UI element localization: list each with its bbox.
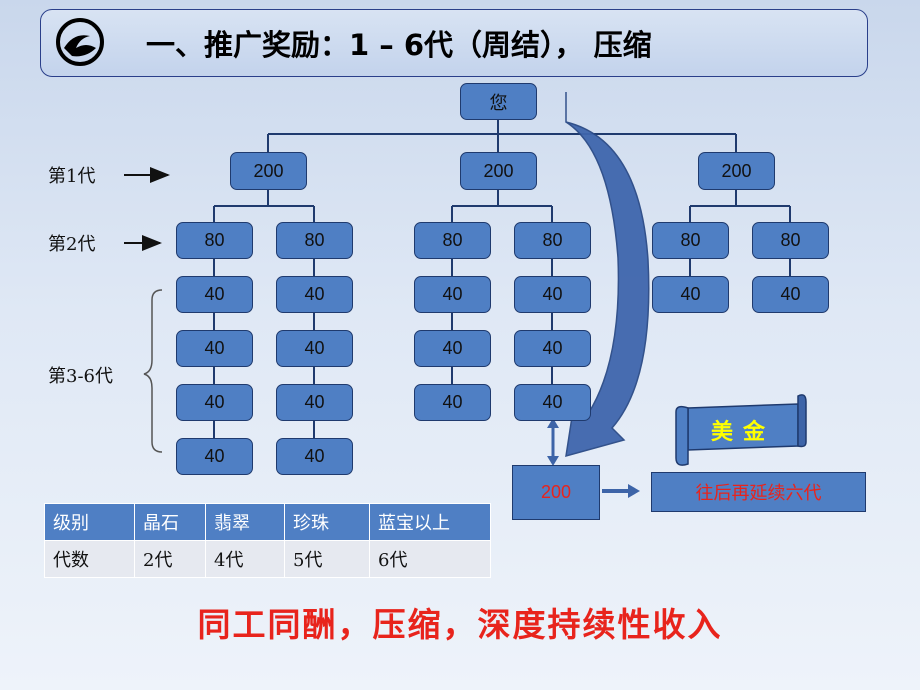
root-node: 您	[460, 83, 537, 120]
slogan: 同工同酬，压缩，深度持续性收入	[197, 605, 723, 644]
gen36-node: 40	[514, 330, 591, 367]
table-header-row: 级别 晶石 翡翠 珍珠 蓝宝以上	[44, 503, 491, 541]
gen36-label: 第3-6代	[48, 366, 113, 387]
table-header: 珍珠	[284, 503, 370, 541]
table-header: 蓝宝以上	[369, 503, 491, 541]
gen36-node: 40	[176, 330, 253, 367]
banner-text: 美金	[710, 420, 775, 445]
gen36-node: 40	[176, 276, 253, 313]
gen36-node: 40	[414, 276, 491, 313]
gen36-node: 40	[276, 276, 353, 313]
gen2-node: 80	[414, 222, 491, 259]
gen1-node: 200	[698, 152, 775, 190]
gen1-label: 第1代	[48, 166, 96, 187]
table-cell: 2代	[134, 540, 206, 578]
compressed-node: 200	[512, 465, 600, 520]
gen36-node: 40	[652, 276, 729, 313]
gen2-node: 80	[752, 222, 829, 259]
gen2-node: 80	[652, 222, 729, 259]
level-table: 级别 晶石 翡翠 珍珠 蓝宝以上 代数 2代 4代 5代 6代	[44, 503, 491, 578]
gen36-node: 40	[276, 384, 353, 421]
continue-box: 往后再延续六代	[651, 472, 866, 512]
banner-scroll	[675, 394, 807, 466]
gen36-node: 40	[176, 438, 253, 475]
gen2-node: 80	[176, 222, 253, 259]
page-title: 一、推广奖励：1 – 6代（周结）， 压缩	[146, 28, 652, 62]
gen36-node: 40	[514, 384, 591, 421]
gen36-node: 40	[752, 276, 829, 313]
gen36-node: 40	[414, 384, 491, 421]
table-row: 代数 2代 4代 5代 6代	[44, 540, 491, 578]
gen36-node: 40	[276, 438, 353, 475]
gen36-node: 40	[176, 384, 253, 421]
table-cell: 4代	[205, 540, 285, 578]
gen1-node: 200	[230, 152, 307, 190]
gen36-node: 40	[276, 330, 353, 367]
logo-icon	[56, 18, 104, 66]
table-cell: 代数	[44, 540, 135, 578]
gen1-node: 200	[460, 152, 537, 190]
gen2-node: 80	[276, 222, 353, 259]
gen2-label: 第2代	[48, 234, 96, 255]
table-header: 晶石	[134, 503, 206, 541]
title-bar	[40, 9, 868, 77]
gen2-node: 80	[514, 222, 591, 259]
gen36-node: 40	[414, 330, 491, 367]
table-header: 级别	[44, 503, 135, 541]
table-cell: 5代	[284, 540, 370, 578]
table-header: 翡翠	[205, 503, 285, 541]
gen36-node: 40	[514, 276, 591, 313]
table-cell: 6代	[369, 540, 491, 578]
